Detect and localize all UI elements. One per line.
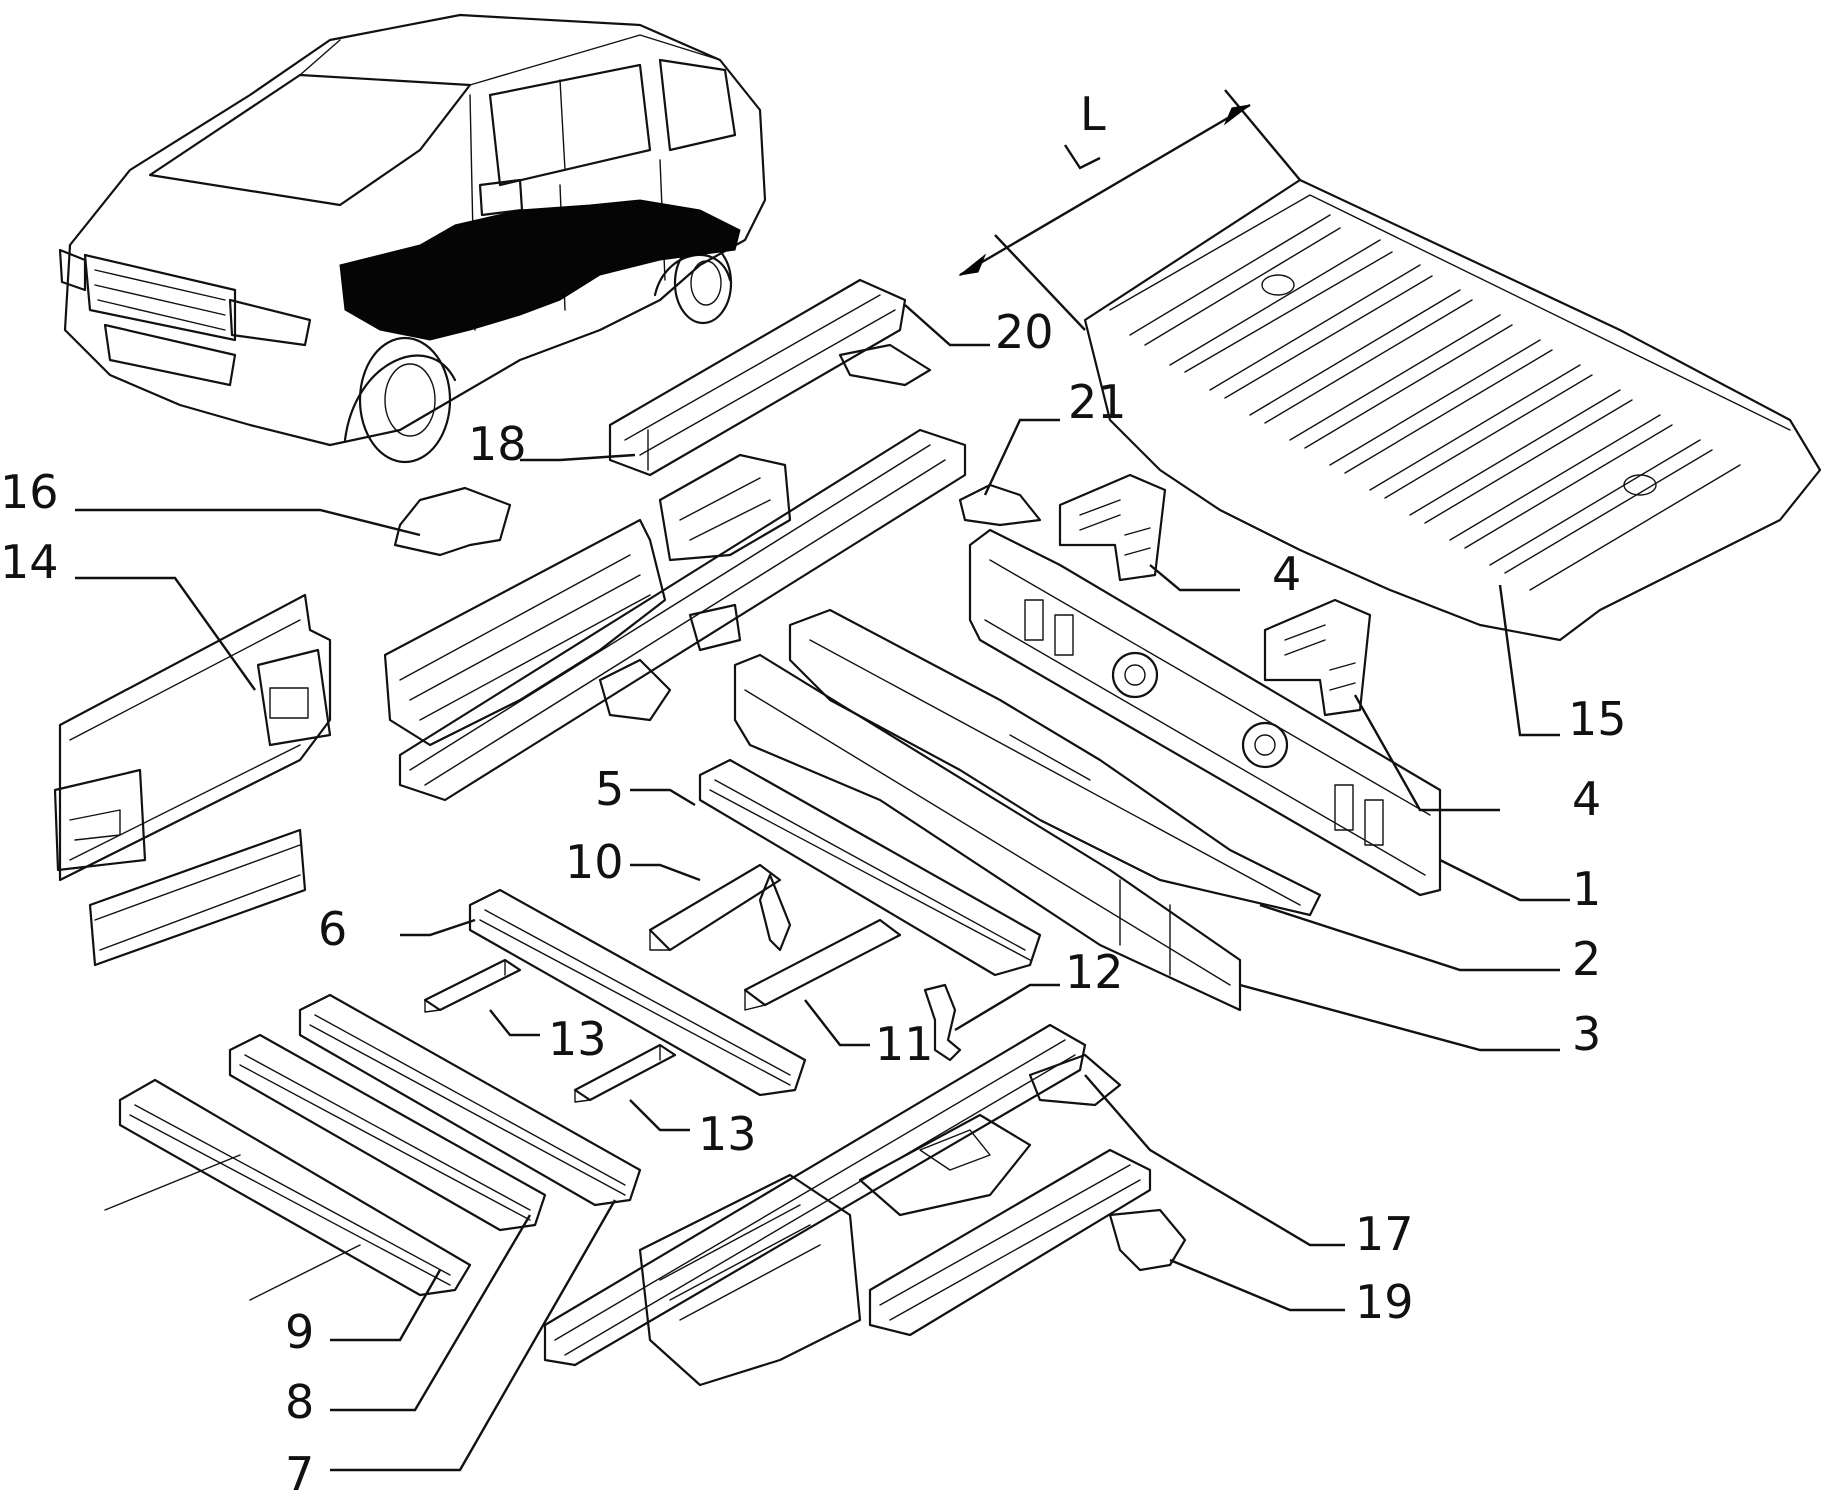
callout-20: 20 (995, 305, 1054, 359)
part-15-rear-floor-panel (1083, 178, 1822, 642)
dimension-l: L (958, 87, 1301, 331)
callout-16: 16 (0, 465, 59, 519)
part-18-front-frame (383, 428, 967, 802)
part-2-floor-tunnel (788, 608, 1322, 917)
callout-18: 18 (468, 417, 527, 471)
callout-19: 19 (1355, 1275, 1414, 1329)
part-19-side-rail (868, 1148, 1187, 1337)
callout-7: 7 (285, 1447, 314, 1495)
callout-3: 3 (1572, 1007, 1601, 1061)
callout-10: 10 (565, 835, 624, 889)
callout-6: 6 (318, 902, 347, 956)
callout-13-lower: 13 (698, 1107, 757, 1161)
part-3-floor-rail (733, 653, 1242, 1012)
callout-13-upper: 13 (548, 1012, 607, 1066)
part-13-brackets (423, 958, 677, 1103)
callout-8: 8 (285, 1375, 314, 1429)
leader-lines (75, 304, 1570, 1472)
callout-labels: 20 21 18 16 14 4 15 4 1 2 3 5 10 6 12 13… (0, 305, 1627, 1495)
callout-9: 9 (285, 1305, 314, 1359)
part-8-cross-rail (228, 1033, 547, 1232)
part-16-plate (393, 486, 512, 557)
callout-21: 21 (1068, 375, 1127, 429)
callout-2: 2 (1572, 932, 1601, 986)
callout-14: 14 (0, 535, 59, 589)
part-21-bracket (958, 483, 1042, 527)
part-4-brackets (1058, 473, 1372, 717)
callout-5: 5 (595, 762, 624, 816)
part-10-bracket (648, 863, 792, 952)
part-12-hook (923, 983, 962, 1062)
part-11-bracket (743, 918, 902, 1011)
dimension-l-label: L (1080, 87, 1106, 141)
callout-15: 15 (1568, 692, 1627, 746)
part-1-cross-member (968, 528, 1442, 897)
van-illustration (58, 13, 767, 464)
part-7-cross-rail (298, 993, 642, 1207)
part-6-cross-rail (468, 888, 807, 1097)
part-14-side-panel (53, 593, 332, 967)
part-5-cross-rail (698, 758, 1042, 977)
callout-12: 12 (1065, 945, 1124, 999)
callout-11: 11 (875, 1017, 934, 1071)
part-20-side-rail (608, 278, 932, 477)
callout-4-lower: 4 (1572, 772, 1601, 826)
part-9-cross-rail (104, 1078, 472, 1301)
callout-17: 17 (1355, 1207, 1414, 1261)
callout-1: 1 (1572, 862, 1601, 916)
callout-4-upper: 4 (1272, 547, 1301, 601)
part-17-rear-frame (543, 1023, 1122, 1387)
